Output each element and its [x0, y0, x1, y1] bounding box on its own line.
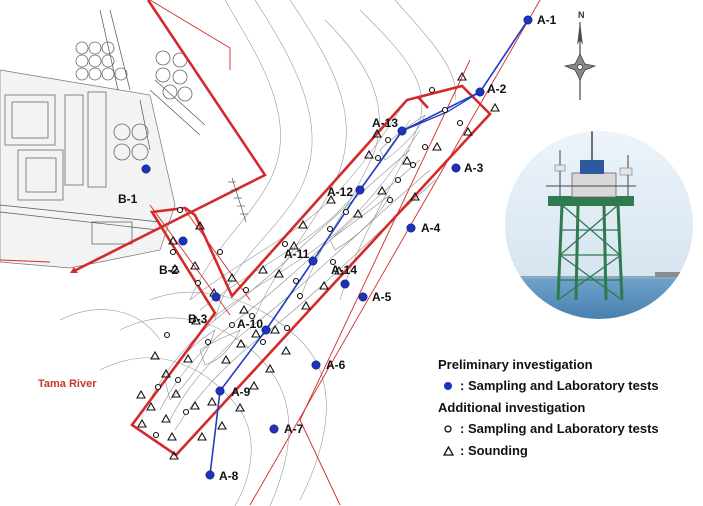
north-arrow-icon: N [563, 10, 597, 100]
preliminary-sampling-points [141, 15, 533, 480]
svg-text:N: N [578, 10, 585, 20]
label-a10: A-10 [237, 317, 263, 331]
label-a4: A-4 [421, 221, 441, 235]
shoreline-ticks [228, 177, 248, 223]
label-a2: A-2 [487, 82, 507, 96]
legend-additional-sampling-text: : Sampling and Laboratory tests [460, 421, 659, 436]
label-b1: B-1 [118, 192, 138, 206]
triangle-icon [440, 445, 456, 456]
observation-tower-photo [504, 130, 694, 320]
legend-additional-sounding-text: : Sounding [460, 443, 528, 458]
river-label: Tama River [38, 378, 97, 390]
point-labels: A-1 A-2 A-13 A-3 A-12 A-4 A-11 A-14 A-5 … [118, 13, 557, 483]
label-a12: A-12 [327, 185, 353, 199]
label-a3: A-3 [464, 161, 484, 175]
label-a6: A-6 [326, 358, 346, 372]
additional-sampling-points [152, 86, 464, 439]
label-a8: A-8 [219, 469, 239, 483]
label-a1: A-1 [537, 13, 557, 27]
profile-line [209, 19, 529, 476]
legend-preliminary-text: : Sampling and Laboratory tests [460, 378, 659, 393]
label-b3: B-3 [188, 312, 208, 326]
shore-markers [70, 267, 78, 273]
label-b2: B-2 [159, 263, 179, 277]
label-a7: A-7 [284, 422, 304, 436]
label-a14: A-14 [331, 263, 357, 277]
legend-additional-sampling: : Sampling and Laboratory tests [440, 421, 698, 436]
filled-dot-icon [440, 381, 456, 391]
label-a9: A-9 [231, 385, 251, 399]
legend-additional-sounding: : Sounding [440, 443, 698, 458]
label-a5: A-5 [372, 290, 392, 304]
storage-tanks [75, 41, 193, 161]
sounding-points [136, 71, 500, 460]
label-a13: A-13 [372, 116, 398, 130]
legend-preliminary-item: : Sampling and Laboratory tests [440, 378, 698, 393]
legend: Preliminary investigation : Sampling and… [438, 357, 698, 465]
open-circle-icon [440, 424, 456, 434]
industrial-area [0, 9, 206, 269]
legend-preliminary-title: Preliminary investigation [438, 357, 593, 372]
label-a11: A-11 [284, 247, 310, 261]
legend-additional-title: Additional investigation [438, 400, 586, 415]
site-contours [149, 114, 436, 431]
